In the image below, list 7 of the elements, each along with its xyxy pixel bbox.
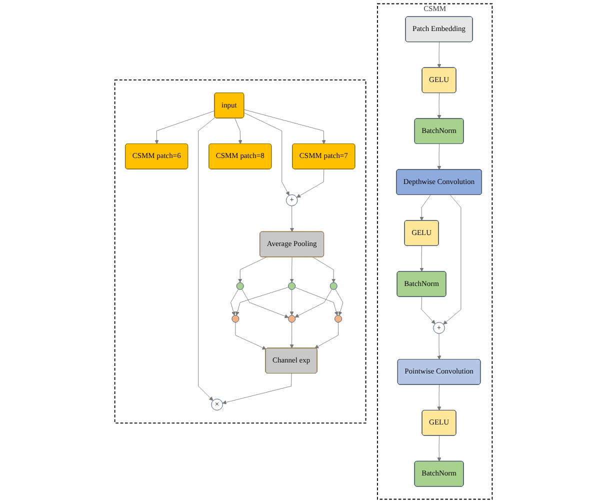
node-circle <box>288 282 296 290</box>
node-circle <box>334 315 342 323</box>
node-circle <box>288 315 296 323</box>
node-circle <box>232 315 240 323</box>
node-circle <box>236 282 244 290</box>
node-circle <box>330 282 338 290</box>
cluster <box>114 79 366 424</box>
